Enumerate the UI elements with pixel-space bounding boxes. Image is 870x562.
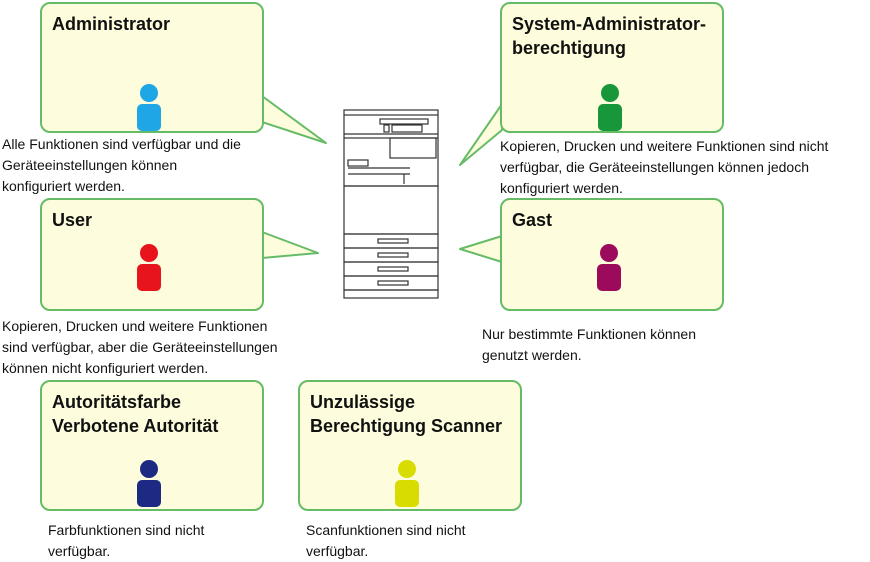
person-icon [137,84,161,131]
person-icon [597,244,621,291]
role-title: Gast [512,210,553,230]
role-box-user: User [40,198,264,311]
role-title: Administrator [52,14,171,34]
tail-system-admin [459,103,503,166]
role-description-user: Kopieren, Drucken und weitere Funktionen… [2,318,278,376]
tail-gast [459,235,503,263]
printer-icon [343,109,439,299]
role-description-system-admin: Kopieren, Drucken und weitere Funktionen… [500,138,829,196]
role-box-system-admin: System-Administrator-berechtigung [500,2,724,133]
role-title: User [52,210,93,230]
role-box-administrator: Administrator [40,2,264,133]
person-icon [395,460,419,507]
tail-user [261,231,319,259]
person-icon [137,244,161,291]
tail-administrator [261,95,327,144]
role-box-gast: Gast [500,198,724,311]
person-icon [598,84,622,131]
role-title: System-Administrator-berechtigung [512,14,707,58]
person-icon [137,460,161,507]
